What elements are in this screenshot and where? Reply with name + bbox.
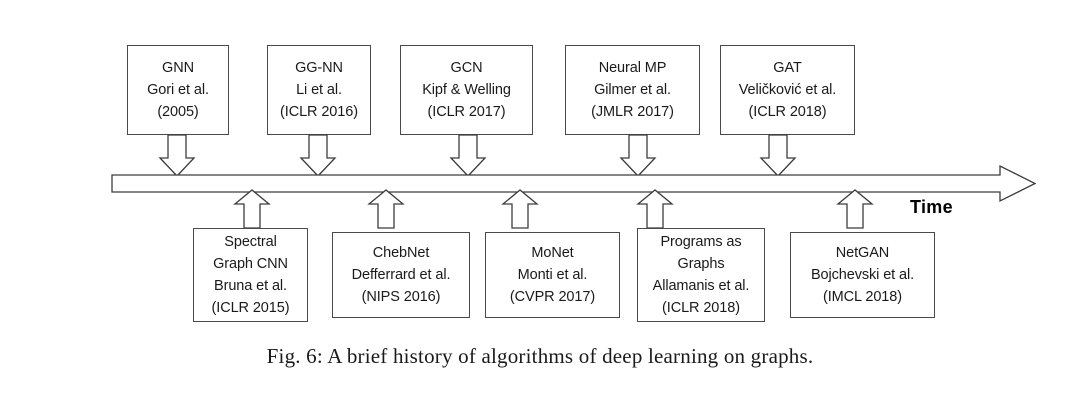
timeline-node-chebnet: ChebNet Defferrard et al. (NIPS 2016) [332, 232, 470, 318]
down-arrow-neural-mp [619, 134, 657, 177]
down-arrow-gcn [449, 134, 487, 177]
node-title: GG-NN [295, 59, 343, 76]
node-title-line1: Spectral [224, 233, 277, 250]
node-title: GCN [450, 59, 483, 76]
node-title: NetGAN [835, 244, 890, 261]
node-authors: Allamanis et al. [652, 278, 750, 294]
node-venue: (NIPS 2016) [361, 289, 441, 306]
figure-caption: Fig. 6: A brief history of algorithms of… [266, 344, 814, 368]
up-arrow-chebnet [367, 189, 405, 229]
node-title: ChebNet [372, 244, 430, 261]
up-arrow-netgan [836, 189, 874, 229]
node-title: Neural MP [598, 59, 667, 76]
time-axis-label: Time [910, 197, 953, 217]
node-venue: (IMCL 2018) [823, 289, 902, 306]
down-arrow-gat [759, 134, 797, 177]
timeline-node-gg-nn: GG-NN Li et al. (ICLR 2016) [267, 45, 371, 135]
node-authors: Bojchevski et al. [810, 266, 915, 283]
node-authors: Kipf & Welling [422, 81, 511, 98]
node-authors: Veličković et al. [738, 81, 837, 98]
node-authors: Defferrard et al. [351, 266, 451, 283]
node-authors: Gori et al. [147, 81, 209, 98]
node-title-line1: Programs as [660, 233, 742, 250]
node-venue: (ICLR 2017) [427, 104, 506, 121]
node-venue: (ICLR 2016) [280, 104, 358, 121]
node-title: GNN [162, 59, 194, 76]
node-title-line2: Graph CNN [213, 255, 288, 272]
node-venue: (2005) [157, 104, 199, 121]
timeline-node-gcn: GCN Kipf & Welling (ICLR 2017) [400, 45, 533, 135]
node-authors: Li et al. [296, 81, 342, 98]
timeline-node-netgan: NetGAN Bojchevski et al. (IMCL 2018) [790, 232, 935, 318]
timeline-node-monet: MoNet Monti et al. (CVPR 2017) [485, 232, 620, 318]
node-authors: Gilmer et al. [594, 81, 671, 98]
down-arrow-gnn [158, 134, 196, 177]
node-title-line2: Graphs [677, 255, 725, 272]
node-title: MoNet [531, 244, 574, 261]
node-authors: Monti et al. [517, 266, 588, 283]
timeline-node-gat: GAT Veličković et al. (ICLR 2018) [720, 45, 855, 135]
node-title: GAT [773, 59, 802, 76]
up-arrow-monet [501, 189, 539, 229]
timeline-node-spectral-graph-cnn: Spectral Graph CNN Bruna et al. (ICLR 20… [193, 228, 308, 322]
down-arrow-gg-nn [299, 134, 337, 177]
up-arrow-programs-as-graphs [636, 189, 674, 229]
node-venue: (ICLR 2015) [211, 300, 290, 317]
node-authors: Bruna et al. [214, 278, 287, 294]
node-venue: (CVPR 2017) [509, 289, 596, 306]
time-axis-arrow [111, 164, 1037, 203]
up-arrow-spectral-graph-cnn [233, 189, 271, 229]
node-venue: (ICLR 2018) [662, 300, 740, 317]
timeline-node-neural-mp: Neural MP Gilmer et al. (JMLR 2017) [565, 45, 700, 135]
node-venue: (ICLR 2018) [748, 104, 827, 121]
timeline-node-programs-as-graphs: Programs as Graphs Allamanis et al. (ICL… [637, 228, 765, 322]
node-venue: (JMLR 2017) [591, 104, 674, 121]
timeline-node-gnn: GNN Gori et al. (2005) [127, 45, 229, 135]
